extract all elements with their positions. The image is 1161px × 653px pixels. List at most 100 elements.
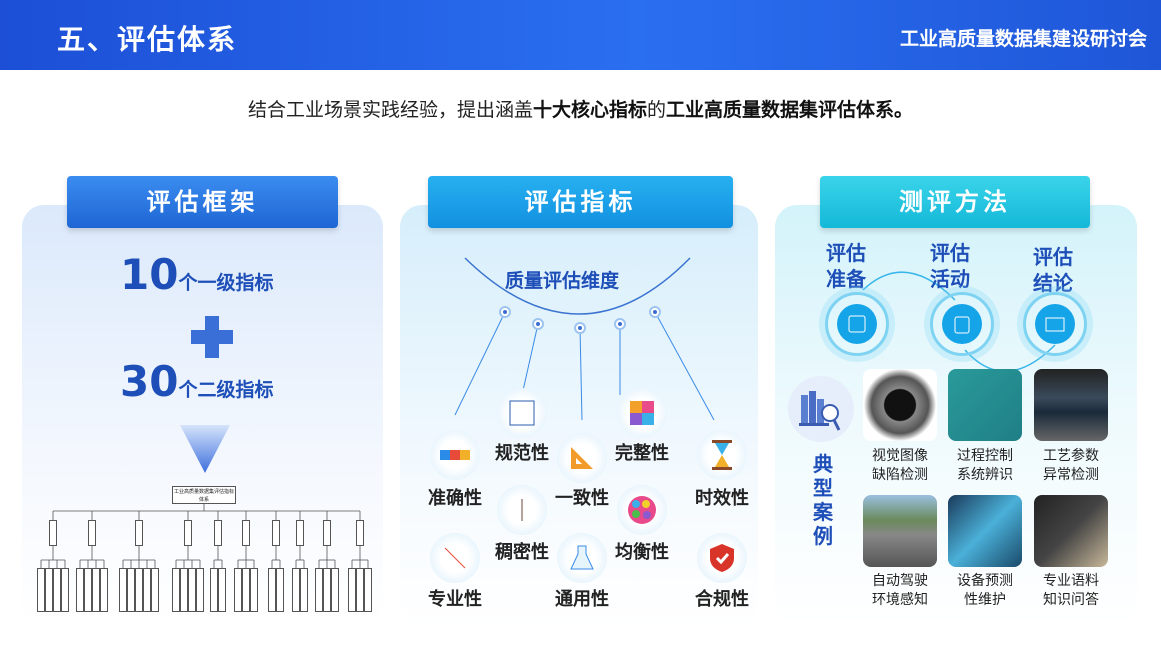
indicators-tab: 评估指标 xyxy=(428,176,733,228)
case-image xyxy=(948,495,1022,567)
chevron-down-icon xyxy=(180,425,230,473)
dots-ball-icon xyxy=(617,485,667,535)
tree-level2-node xyxy=(292,568,300,612)
tree-level2-node xyxy=(364,568,372,612)
case-image xyxy=(1034,369,1108,441)
tree-level2-node xyxy=(61,568,69,612)
indicator-label: 规范性 xyxy=(495,443,549,464)
case-label-line: 设备预测 xyxy=(957,573,1013,589)
case-label-line: 视觉图像 xyxy=(872,448,928,464)
connector-line xyxy=(579,327,583,421)
tree-level2-node xyxy=(300,568,308,612)
tree-level2-node xyxy=(218,568,226,612)
tree-level2-node xyxy=(315,568,323,612)
case-label-line: 系统辨识 xyxy=(957,467,1013,483)
step-label-line: 评估 xyxy=(826,241,866,265)
tree-root: 工业高质量数据集评估指标体系 xyxy=(172,486,236,504)
case-label-line: 知识问答 xyxy=(1043,592,1099,608)
case-label-line: 性维护 xyxy=(964,592,1006,608)
page-title: 五、评估体系 xyxy=(57,23,238,56)
level1-count: 10个一级指标 xyxy=(120,250,273,299)
indicator-label: 准确性 xyxy=(428,488,482,509)
level2-label: 个二级指标 xyxy=(178,379,274,401)
connector-line xyxy=(521,323,539,396)
ruler-pencil-icon xyxy=(497,388,547,438)
tree-level2-node xyxy=(196,568,204,612)
case-image xyxy=(863,495,937,567)
case-label: 工艺参数异常检测 xyxy=(1026,447,1116,485)
clipboard-icon xyxy=(942,304,982,344)
connector-line xyxy=(654,311,715,421)
subtitle-text: 。 xyxy=(894,99,914,121)
indicator-label: 通用性 xyxy=(555,589,609,610)
tree-level1-node xyxy=(135,520,143,546)
level1-label: 个一级指标 xyxy=(178,272,274,294)
tree-level2-node xyxy=(356,568,364,612)
tree-level2-node xyxy=(331,568,339,612)
level2-number: 30 xyxy=(120,357,179,406)
indicator-label: 均衡性 xyxy=(615,542,669,563)
tree-level2-node xyxy=(323,568,331,612)
indicator-label: 合规性 xyxy=(695,589,749,610)
shield-icon xyxy=(697,533,747,583)
level2-count: 30个二级指标 xyxy=(120,357,273,406)
subtitle-bold: 工业高质量数据集评估体系 xyxy=(666,99,895,121)
tree-level2-node xyxy=(276,568,284,612)
indicator-connectors xyxy=(454,257,715,421)
indicator-label: 完整性 xyxy=(615,443,669,464)
step-ring xyxy=(1023,292,1087,356)
envelope-icon xyxy=(1035,304,1075,344)
step-label: 评估准备 xyxy=(826,240,866,292)
cases-title-char: 例 xyxy=(813,524,833,548)
step-label-line: 评估 xyxy=(930,241,970,265)
tree-level1-node xyxy=(296,520,304,546)
tree-level2-node xyxy=(84,568,92,612)
case-label-line: 异常检测 xyxy=(1043,467,1099,483)
tree-level2-node xyxy=(143,568,151,612)
tree-level2-node xyxy=(151,568,159,612)
tree-level2-node xyxy=(172,568,180,612)
tree-level1-node xyxy=(242,520,250,546)
indicator-label: 一致性 xyxy=(555,488,609,509)
cases-title-char: 典 xyxy=(813,452,833,476)
case-label-line: 专业语料 xyxy=(1043,573,1099,589)
tree-level1-node xyxy=(88,520,96,546)
tree-level2-node xyxy=(100,568,108,612)
indicator-label: 时效性 xyxy=(695,488,749,509)
tree-level2-node xyxy=(119,568,127,612)
tree-level2-node xyxy=(210,568,218,612)
tree-level2-node xyxy=(127,568,135,612)
tree-level1-node xyxy=(214,520,222,546)
level1-number: 10 xyxy=(120,250,179,299)
case-image xyxy=(863,369,937,441)
step-label: 评估结论 xyxy=(1033,244,1073,296)
step-label-line: 准备 xyxy=(826,267,866,291)
indicator-label: 稠密性 xyxy=(495,542,549,563)
set-square-icon xyxy=(557,433,607,483)
subtitle-text: 结合工业场景实践经验，提出涵盖 xyxy=(247,99,533,121)
indicator-label: 专业性 xyxy=(428,589,482,610)
tree-level2-node xyxy=(53,568,61,612)
step-label-line: 结论 xyxy=(1033,271,1073,295)
step-ring xyxy=(825,292,889,356)
tree-lines xyxy=(40,504,369,568)
case-label: 自动驾驶环境感知 xyxy=(855,572,945,610)
subtitle-bold: 十大核心指标 xyxy=(532,99,647,121)
books-search-icon xyxy=(788,376,854,442)
step-ring xyxy=(930,292,994,356)
header-bar xyxy=(0,0,1161,70)
case-label-line: 过程控制 xyxy=(957,448,1013,464)
case-label: 专业语料知识问答 xyxy=(1026,572,1116,610)
tree-level2-node xyxy=(45,568,53,612)
tree-level2-node xyxy=(268,568,276,612)
step-label-line: 评估 xyxy=(1033,245,1073,269)
tree-level1-node xyxy=(184,520,192,546)
flask-icon xyxy=(557,533,607,583)
tree-level2-node xyxy=(135,568,143,612)
tree-level2-node xyxy=(76,568,84,612)
framework-panel xyxy=(22,205,383,625)
tree-level2-node xyxy=(92,568,100,612)
tree-level1-node xyxy=(272,520,280,546)
subtitle-text: 的 xyxy=(646,99,666,121)
cases-title-char: 型 xyxy=(813,476,833,500)
